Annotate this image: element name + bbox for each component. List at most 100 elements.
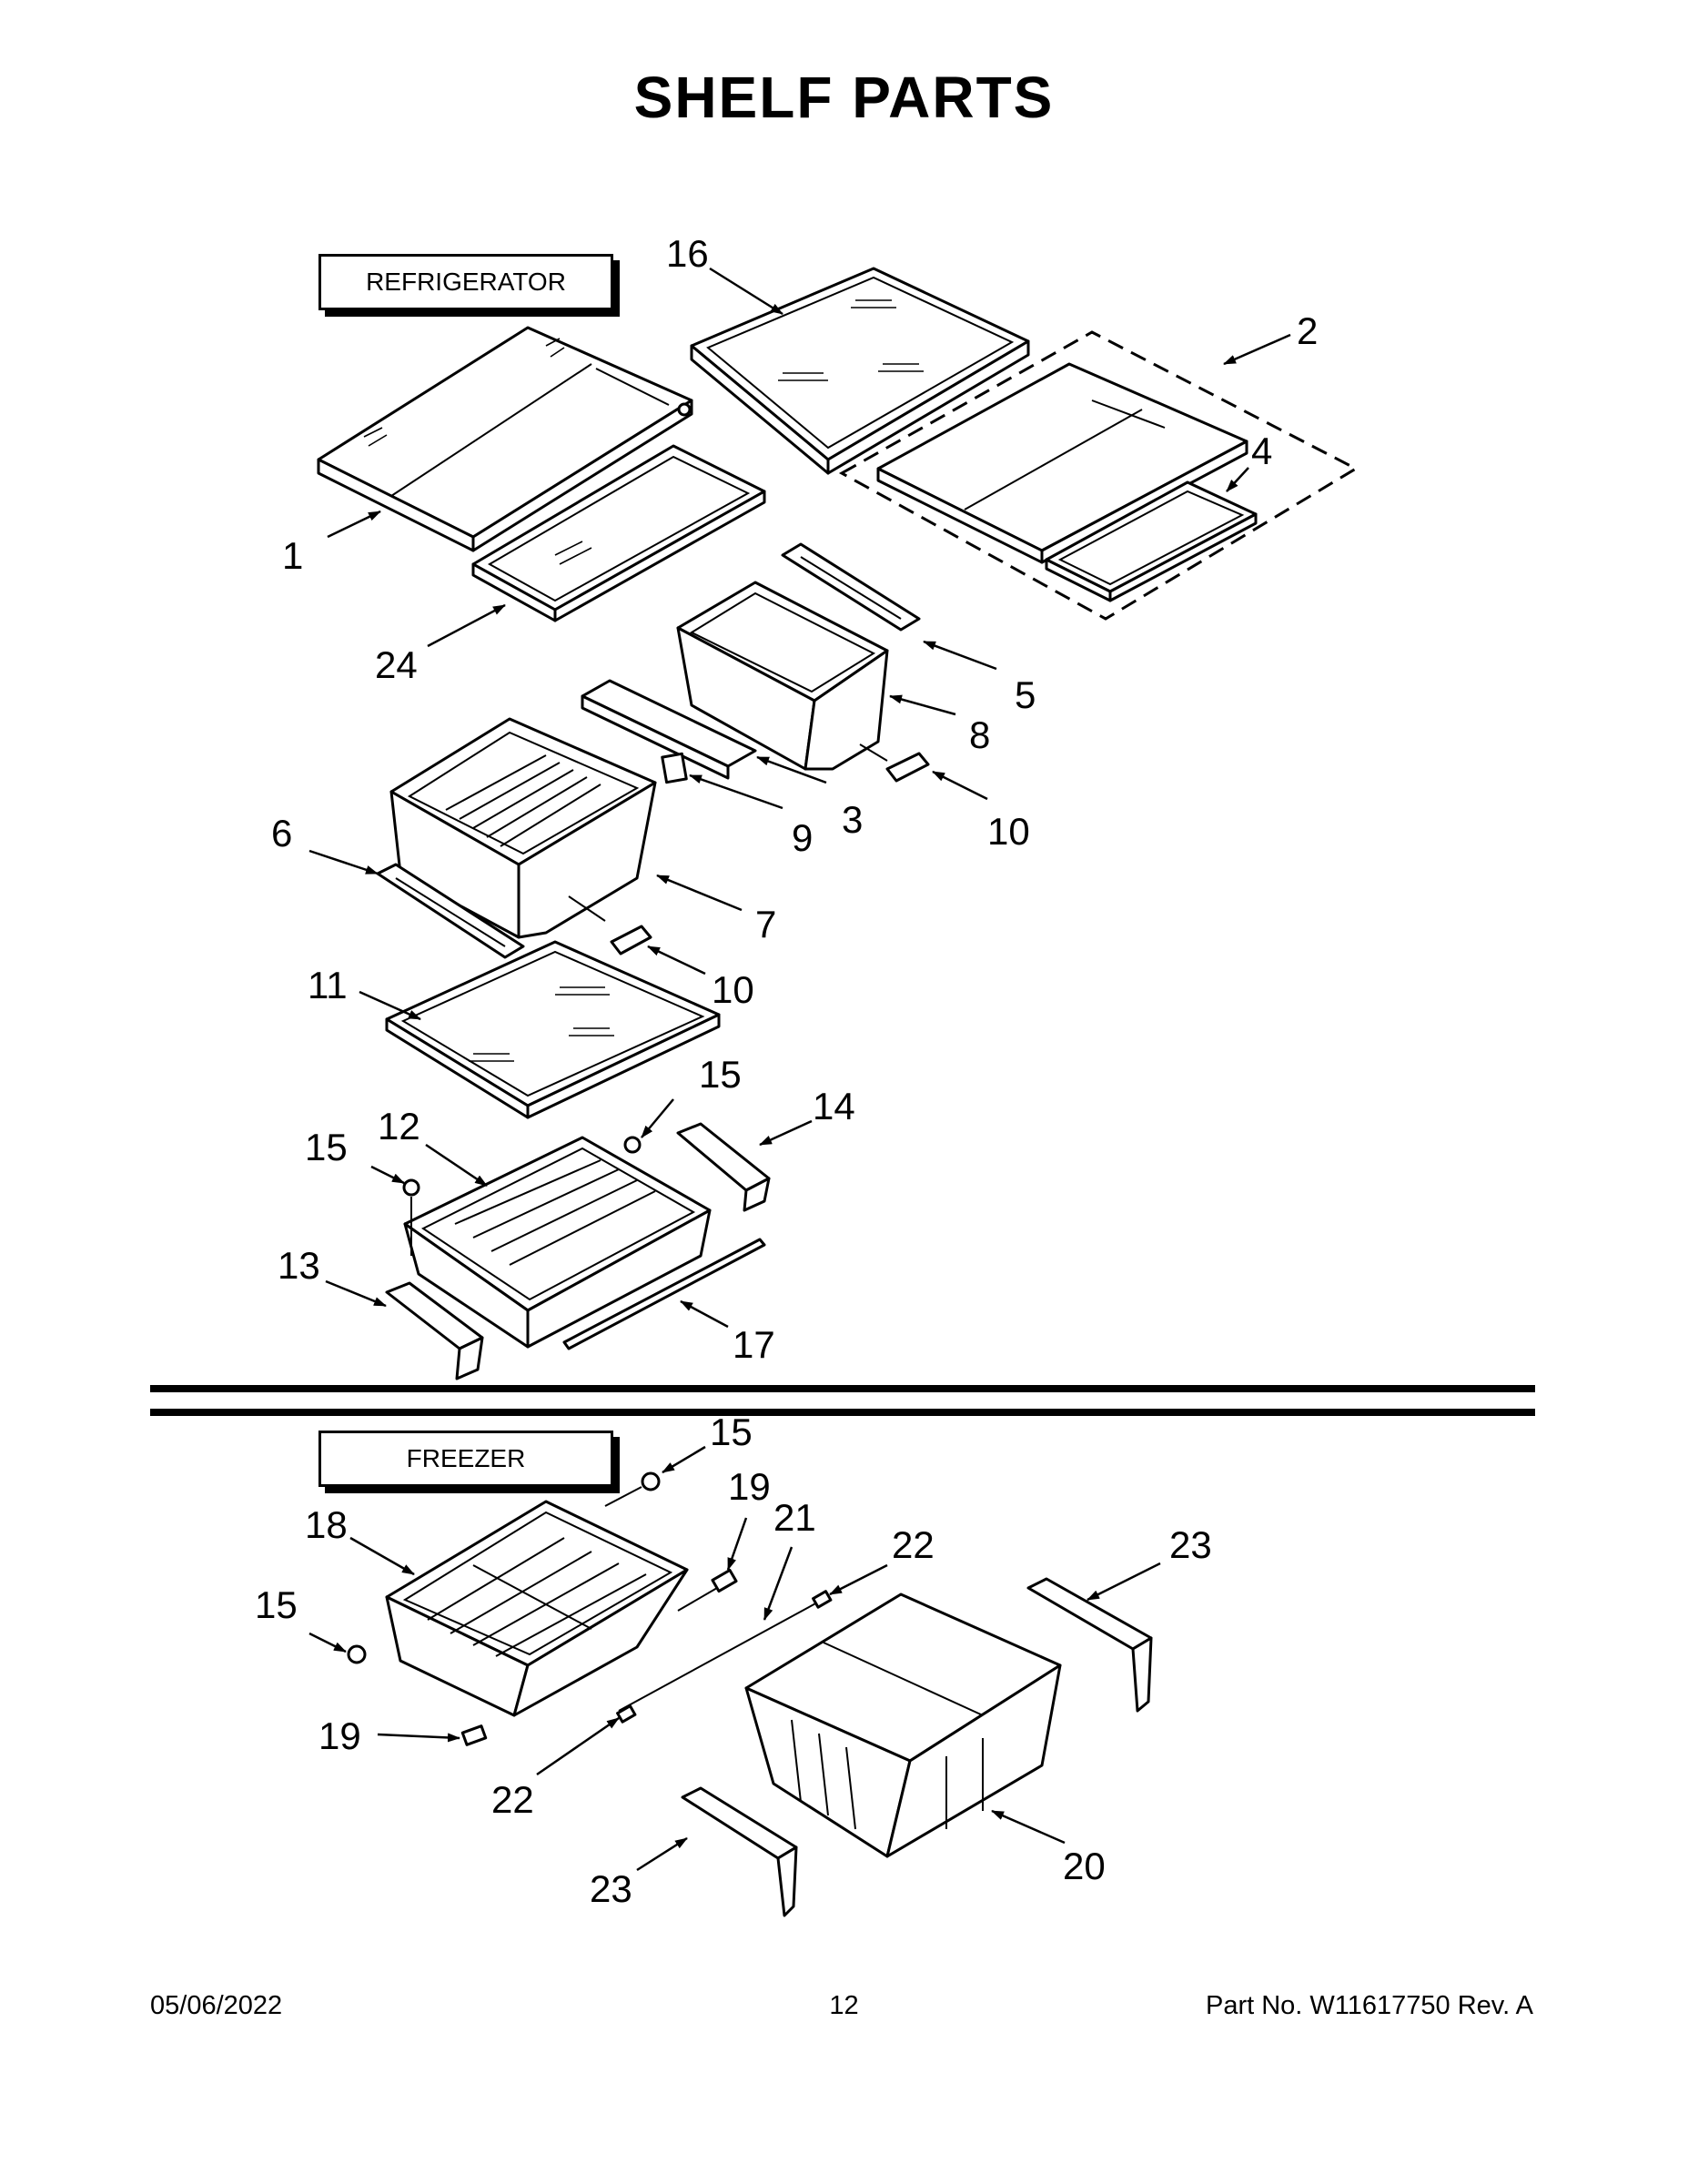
- leader-1: [327, 510, 381, 539]
- part-21-rod: [618, 1601, 820, 1712]
- leader-19-upper: [726, 1517, 748, 1571]
- leader-20: [991, 1809, 1066, 1845]
- part-14-bracket: [676, 1122, 771, 1212]
- part-10-slide-upper: [859, 743, 930, 783]
- leader-4: [1226, 467, 1249, 492]
- section-divider-lower: [150, 1409, 1535, 1416]
- leader-22-upper: [829, 1563, 888, 1596]
- leader-15-upper: [641, 1098, 674, 1138]
- part-15-fastener-right: [623, 1136, 642, 1154]
- part-7-crisper-drawer: [389, 717, 657, 939]
- leader-3: [756, 755, 827, 784]
- leader-21: [763, 1546, 793, 1621]
- freezer-section-label: FREEZER: [318, 1431, 613, 1487]
- callout-19-upper: 19: [728, 1465, 771, 1508]
- callout-1: 1: [282, 534, 303, 577]
- leader-6: [308, 849, 379, 875]
- part-12-pantry-drawer: [403, 1136, 712, 1349]
- page-title: SHELF PARTS: [633, 65, 1055, 130]
- leader-8: [889, 694, 956, 716]
- leader-23-lower: [636, 1836, 688, 1872]
- part-20-freezer-bin: [744, 1592, 1062, 1858]
- part-9-clip: [661, 752, 688, 784]
- pin-rod-upper: [677, 1587, 718, 1612]
- part-23-slide-upper: [1026, 1577, 1153, 1713]
- footer-part-number: Part No. W11617750 Rev. A: [1205, 1991, 1533, 2020]
- callout-8: 8: [969, 713, 990, 756]
- part-22-fitting-lower: [616, 1704, 637, 1724]
- part-18-freezer-basket: [385, 1500, 689, 1717]
- footer-page-number: 12: [829, 1991, 859, 2020]
- section-divider-upper: [150, 1385, 1535, 1392]
- leader-7: [656, 874, 743, 912]
- leader-11: [359, 990, 421, 1021]
- callout-10-lower: 10: [712, 968, 754, 1011]
- callout-13: 13: [278, 1244, 320, 1287]
- leader-9: [689, 774, 783, 810]
- footer-date: 05/06/2022: [150, 1991, 283, 2020]
- leader-13: [325, 1279, 387, 1308]
- part-22-fitting-upper: [812, 1590, 833, 1609]
- callout-23-upper: 23: [1169, 1523, 1212, 1566]
- leader-5: [923, 640, 997, 671]
- part-19-pin-lower: [460, 1724, 488, 1746]
- part-11-glass-shelf: [385, 940, 721, 1119]
- callout-11: 11: [308, 964, 348, 1006]
- callout-7: 7: [755, 903, 776, 945]
- leader-18: [349, 1536, 415, 1576]
- part-19-pin-upper: [711, 1568, 738, 1593]
- callout-15-freezer-top: 15: [710, 1410, 753, 1453]
- leader-10-lower: [647, 945, 706, 976]
- callout-22-upper: 22: [892, 1523, 935, 1566]
- refrigerator-section-label: REFRIGERATOR: [318, 254, 613, 310]
- part-15-freezer-fastener-left: [347, 1644, 367, 1664]
- leader-17: [680, 1299, 729, 1329]
- callout-10-upper: 10: [987, 810, 1030, 853]
- part-23-slide-lower: [681, 1786, 798, 1917]
- part-1-shelf-assembly: [317, 326, 693, 552]
- leader-10-upper: [932, 770, 988, 801]
- callout-22-lower: 22: [491, 1778, 534, 1821]
- callout-12: 12: [378, 1105, 420, 1148]
- leader-15-freezer-top: [662, 1445, 706, 1474]
- callout-15-upper: 15: [699, 1053, 742, 1096]
- callout-14: 14: [813, 1085, 855, 1127]
- part-13-bracket: [385, 1281, 484, 1380]
- leader-15-freezer-left: [308, 1632, 347, 1653]
- callout-21: 21: [773, 1496, 816, 1539]
- callout-17: 17: [733, 1323, 775, 1366]
- part-15-fastener-left: [402, 1178, 420, 1197]
- callout-3: 3: [842, 798, 863, 841]
- assembly-boundary-dashed: [838, 330, 1359, 621]
- part-3-drawer-cover: [581, 679, 757, 780]
- part-6-rail: [376, 863, 525, 959]
- callout-6: 6: [271, 812, 292, 854]
- leader-12: [425, 1143, 488, 1188]
- freezer-rod-top: [604, 1486, 642, 1507]
- callout-4: 4: [1251, 430, 1272, 472]
- leader-2: [1223, 333, 1291, 366]
- part-16-glass-shelf: [690, 267, 1030, 475]
- part-17-rod: [562, 1238, 766, 1350]
- leader-19-lower: [377, 1733, 460, 1743]
- callout-2: 2: [1297, 309, 1318, 352]
- leader-14: [759, 1119, 813, 1147]
- callout-15-freezer-left: 15: [255, 1583, 298, 1626]
- leader-24: [427, 603, 506, 648]
- callout-20: 20: [1063, 1845, 1106, 1887]
- callout-19-lower: 19: [318, 1714, 361, 1757]
- callout-16: 16: [666, 232, 709, 275]
- leader-23-upper: [1087, 1562, 1161, 1602]
- part-8-deli-drawer: [676, 581, 889, 771]
- callout-5: 5: [1015, 673, 1036, 716]
- leader-22-lower: [536, 1716, 620, 1776]
- callout-24: 24: [375, 643, 418, 686]
- part-5-rail: [781, 542, 921, 632]
- callout-18: 18: [305, 1503, 348, 1546]
- leader-15-mid: [370, 1165, 405, 1185]
- callout-23-lower: 23: [590, 1867, 632, 1910]
- part-15-freezer-fastener-top: [641, 1471, 661, 1491]
- part-2-split-shelf: [876, 362, 1248, 564]
- part-4-small-glass: [1045, 480, 1258, 602]
